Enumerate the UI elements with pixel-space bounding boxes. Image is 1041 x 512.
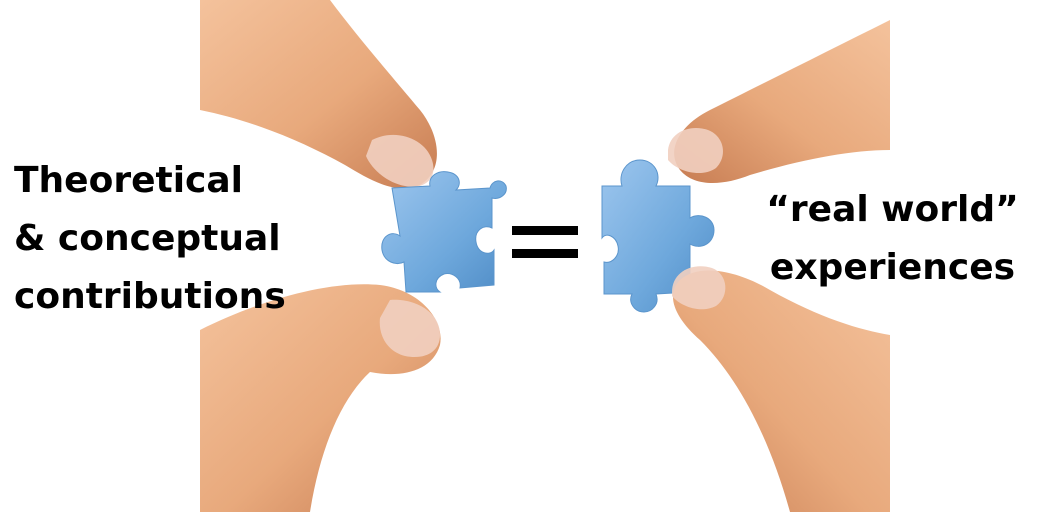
right-caption: “real world” experiences [750, 181, 1035, 297]
right-upper-finger [668, 20, 890, 184]
left-lower-nail [379, 299, 440, 358]
right-caption-line-2: experiences [769, 247, 1016, 288]
left-upper-nail [366, 134, 434, 187]
right-lower-thumb [672, 266, 890, 512]
right-lower-nail [672, 266, 726, 310]
left-caption-line-2: & conceptual [14, 218, 281, 259]
left-puzzle-piece-icon [381, 171, 507, 293]
right-caption-line-1: “real world” [766, 189, 1019, 230]
left-lower-finger [200, 284, 441, 512]
left-upper-thumb [200, 0, 437, 189]
left-caption-line-3: contributions [14, 276, 286, 317]
left-caption: Theoretical & conceptual contributions [14, 152, 286, 326]
left-caption-line-1: Theoretical [14, 160, 244, 201]
equals-sign-icon [512, 226, 578, 258]
right-upper-nail [668, 128, 723, 174]
